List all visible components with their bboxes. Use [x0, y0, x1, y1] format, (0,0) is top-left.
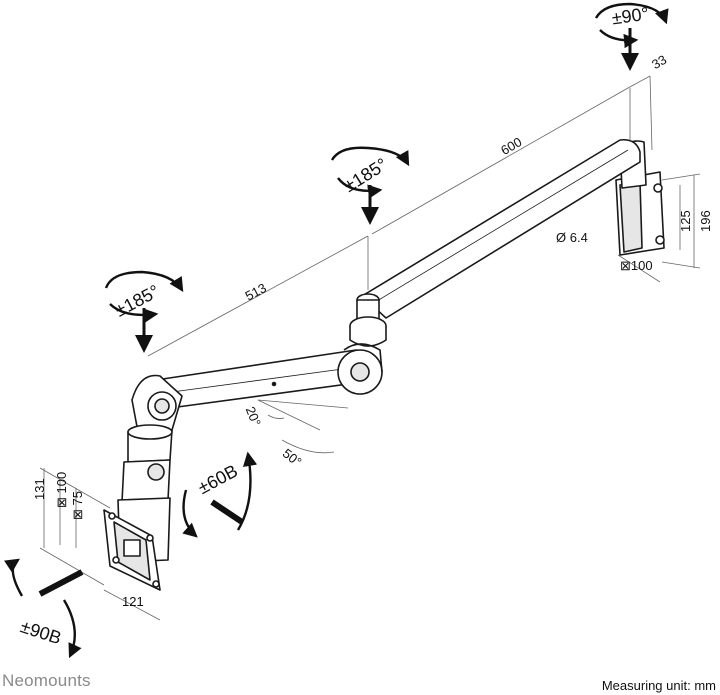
wall-hole-diameter-label: Ø 6.4	[556, 230, 588, 245]
head-plate-height-label: 131	[32, 478, 47, 500]
arm-outer-length-label: 600	[498, 134, 524, 158]
head-vesa-large-label: ⊠ 100	[54, 472, 69, 508]
wall-plate-height-inner-label: 125	[678, 210, 693, 232]
lower-arm-angle-label: 20°	[243, 404, 264, 428]
wall-swivel-label: ±90°	[611, 3, 651, 28]
dimension-labels: 600 513 33 125 196 Ø 6.4 ⊠100 131 ⊠ 100 …	[32, 52, 713, 609]
wall-vesa-label: ⊠100	[620, 258, 653, 273]
rotation-symbols	[4, 2, 669, 659]
arm-inner-length-label: 513	[243, 280, 269, 303]
rotation-label: ±90B	[18, 616, 64, 648]
head-vesa-small-label: ⊠ 75	[70, 491, 85, 520]
brand-logo: Neomounts	[2, 671, 91, 690]
wall-plate-height-outer-label: 196	[698, 210, 713, 232]
dimension-lines	[39, 75, 701, 621]
measuring-unit-label: Measuring unit: mm	[601, 678, 716, 693]
head-plate-width-label: 121	[122, 594, 144, 609]
arm-body	[103, 138, 665, 591]
tilt-label: ±60B	[195, 461, 241, 498]
wall-offset-label: 33	[649, 52, 669, 72]
lower-arm-range-label: 50°	[280, 446, 305, 470]
